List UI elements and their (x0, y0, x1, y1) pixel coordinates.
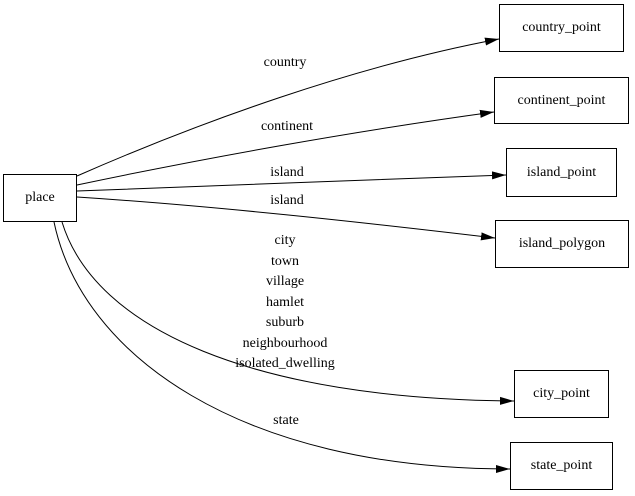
edge-label-island-1: island (270, 165, 304, 180)
node-place: place (3, 174, 77, 222)
edge-label-state: state (273, 413, 299, 428)
node-continent-point-label: continent_point (517, 92, 606, 108)
edge-label-continent: continent (260, 119, 314, 134)
node-country-point: country_point (499, 4, 624, 52)
node-state-point-label: state_point (530, 458, 593, 473)
edge-label-country: country (263, 55, 307, 70)
edge-label-island-2: island (270, 193, 304, 208)
node-city-point-label: city_point (533, 386, 590, 401)
node-place-label: place (25, 190, 55, 205)
node-state-point: state_point (510, 442, 613, 490)
node-island-polygon: island_polygon (495, 220, 629, 268)
edge-label-city-group: city town village hamlet suburb neighbou… (235, 233, 335, 371)
node-country-point-label: country_point (522, 20, 601, 35)
edge-place-city_point (61, 221, 515, 405)
node-island-point: island_point (506, 148, 617, 197)
edge-place-island_polygon (76, 196, 496, 241)
node-island-point-label: island_point (526, 164, 597, 180)
node-city-point: city_point (514, 370, 609, 418)
node-continent-point: continent_point (494, 77, 629, 124)
edge-place-country_point (76, 37, 500, 177)
node-island-polygon-label: island_polygon (518, 236, 606, 251)
edge-place-continent_point (76, 109, 495, 186)
edge-place-island_point (76, 171, 507, 192)
edge-place-state_point (53, 221, 511, 473)
